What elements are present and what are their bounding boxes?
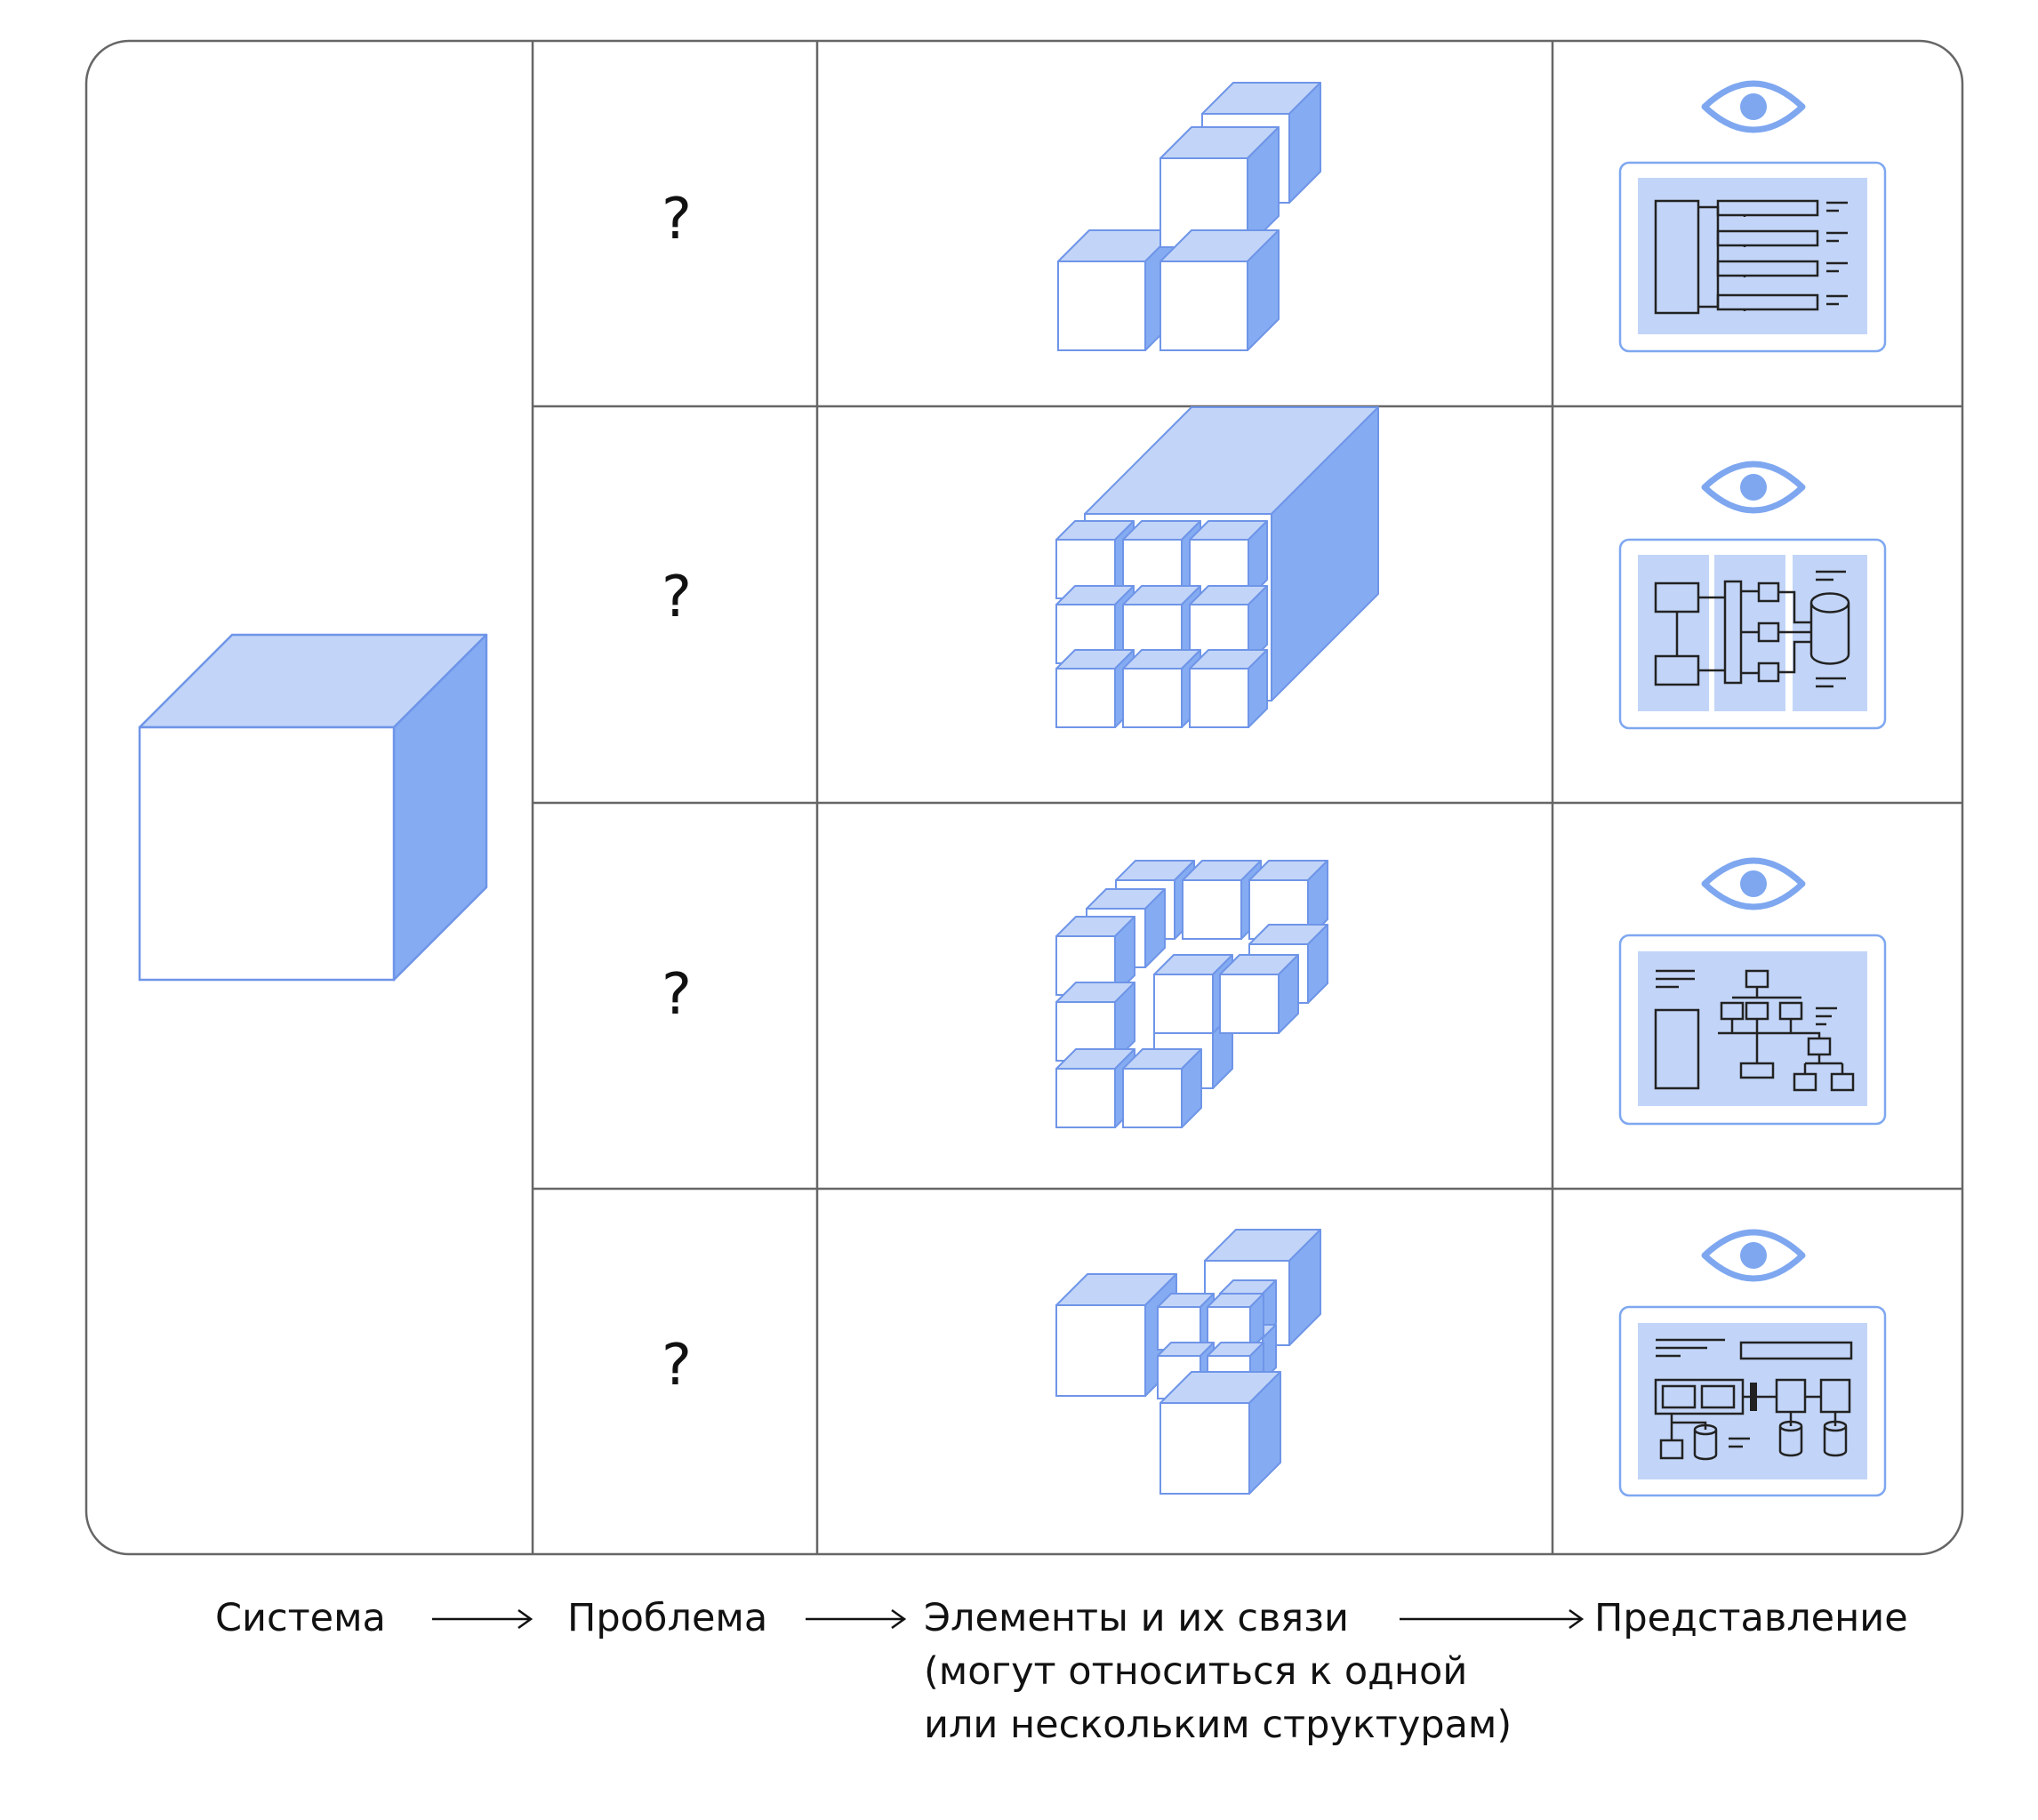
cube [1122, 649, 1201, 728]
eye-icon [1701, 80, 1806, 133]
table-grid [84, 39, 1964, 1556]
cube-front [138, 726, 396, 982]
diagram-box [1700, 1384, 1736, 1409]
database-icon [1693, 1423, 1718, 1461]
cube [1157, 1293, 1215, 1351]
representation-1 [1618, 80, 1887, 353]
panel-column [1638, 555, 1709, 711]
cube-front [1182, 879, 1242, 940]
cube-front [1219, 974, 1280, 1034]
diagram-box [1739, 1341, 1853, 1360]
eye-icon [1701, 461, 1806, 514]
diagram-box [1716, 293, 1819, 311]
cube-front [1055, 1068, 1116, 1128]
panel-icon [1618, 161, 1887, 353]
system-cube-icon [138, 633, 488, 982]
database-icon [1809, 592, 1850, 665]
caption-elements: Элементы и их связи (могут относиться к … [924, 1591, 1512, 1752]
cube [1159, 229, 1280, 351]
diagram-line [1778, 590, 1812, 624]
caption-elements-line-2: (могут относиться к одной [924, 1649, 1468, 1694]
cube-front [1153, 974, 1214, 1034]
caption-elements-line-3: или нескольким структурам) [924, 1703, 1512, 1747]
caption-elements-line-1: Элементы и их связи [924, 1596, 1349, 1640]
cube-front [1055, 668, 1116, 728]
diagram-box [1716, 229, 1819, 247]
diagram-line [1698, 205, 1720, 309]
flow-arrows [432, 1608, 1585, 1630]
eye-pupil [1740, 1242, 1767, 1269]
cube-front [1122, 668, 1183, 728]
eye-pupil [1740, 870, 1767, 897]
elements-cluster-1-icon [1057, 82, 1321, 351]
cube [1159, 126, 1280, 248]
diagram-box [1654, 199, 1700, 315]
cube [1189, 649, 1268, 728]
diagram-box [1659, 1439, 1684, 1460]
panel-screen [1638, 178, 1867, 334]
cube [1219, 954, 1299, 1034]
cube-front [1159, 1402, 1250, 1495]
cube [1055, 982, 1135, 1062]
eye-pupil [1740, 474, 1767, 501]
caption-problem: Проблема [567, 1596, 768, 1640]
cube [1159, 1371, 1281, 1495]
diagram-line [1778, 640, 1812, 674]
problem-mark-2: ? [662, 565, 692, 630]
panel-screen [1638, 951, 1867, 1106]
representation-4 [1618, 1229, 1887, 1497]
eye-pupil [1740, 93, 1767, 120]
cube [1055, 649, 1135, 728]
cube-front [1055, 1304, 1146, 1397]
elements-cluster-3-icon [1055, 860, 1328, 1128]
representation-2 [1618, 461, 1887, 730]
arrow-right-icon [432, 1608, 534, 1630]
database-icon [1778, 1420, 1803, 1457]
cube-front [1189, 668, 1249, 728]
diagram-box [1654, 1008, 1700, 1090]
cube-front [1159, 261, 1248, 351]
cube [1182, 860, 1262, 940]
cube [138, 633, 488, 982]
cube [1057, 229, 1177, 351]
cube [1207, 1293, 1264, 1351]
diagram-line [1672, 1421, 1707, 1430]
arrow-right-icon [806, 1608, 907, 1630]
panel-icon [1618, 934, 1887, 1126]
panel-icon [1618, 1305, 1887, 1497]
problem-mark-4: ? [662, 1333, 692, 1399]
problem-mark-3: ? [662, 962, 692, 1028]
arrow-right-icon [1400, 1608, 1585, 1630]
problem-mark-1: ? [662, 187, 692, 253]
eye-icon [1701, 1229, 1806, 1282]
caption-system: Система [215, 1596, 386, 1640]
caption-representation: Представление [1594, 1596, 1908, 1640]
elements-cluster-4-icon [1055, 1229, 1321, 1495]
panel-icon [1618, 538, 1887, 730]
diagram-line [1809, 1031, 1821, 1038]
elements-cluster-2-icon [1055, 406, 1379, 728]
diagram-box [1716, 199, 1819, 217]
representation-3 [1618, 857, 1887, 1126]
cube [1122, 1048, 1202, 1128]
diagram-box [1661, 1384, 1697, 1409]
cube-front [1122, 1068, 1183, 1128]
eye-icon [1701, 857, 1806, 910]
diagram-box [1716, 260, 1819, 277]
database-icon [1823, 1420, 1848, 1457]
table-border [84, 39, 1964, 1556]
cube-front [1057, 261, 1146, 351]
